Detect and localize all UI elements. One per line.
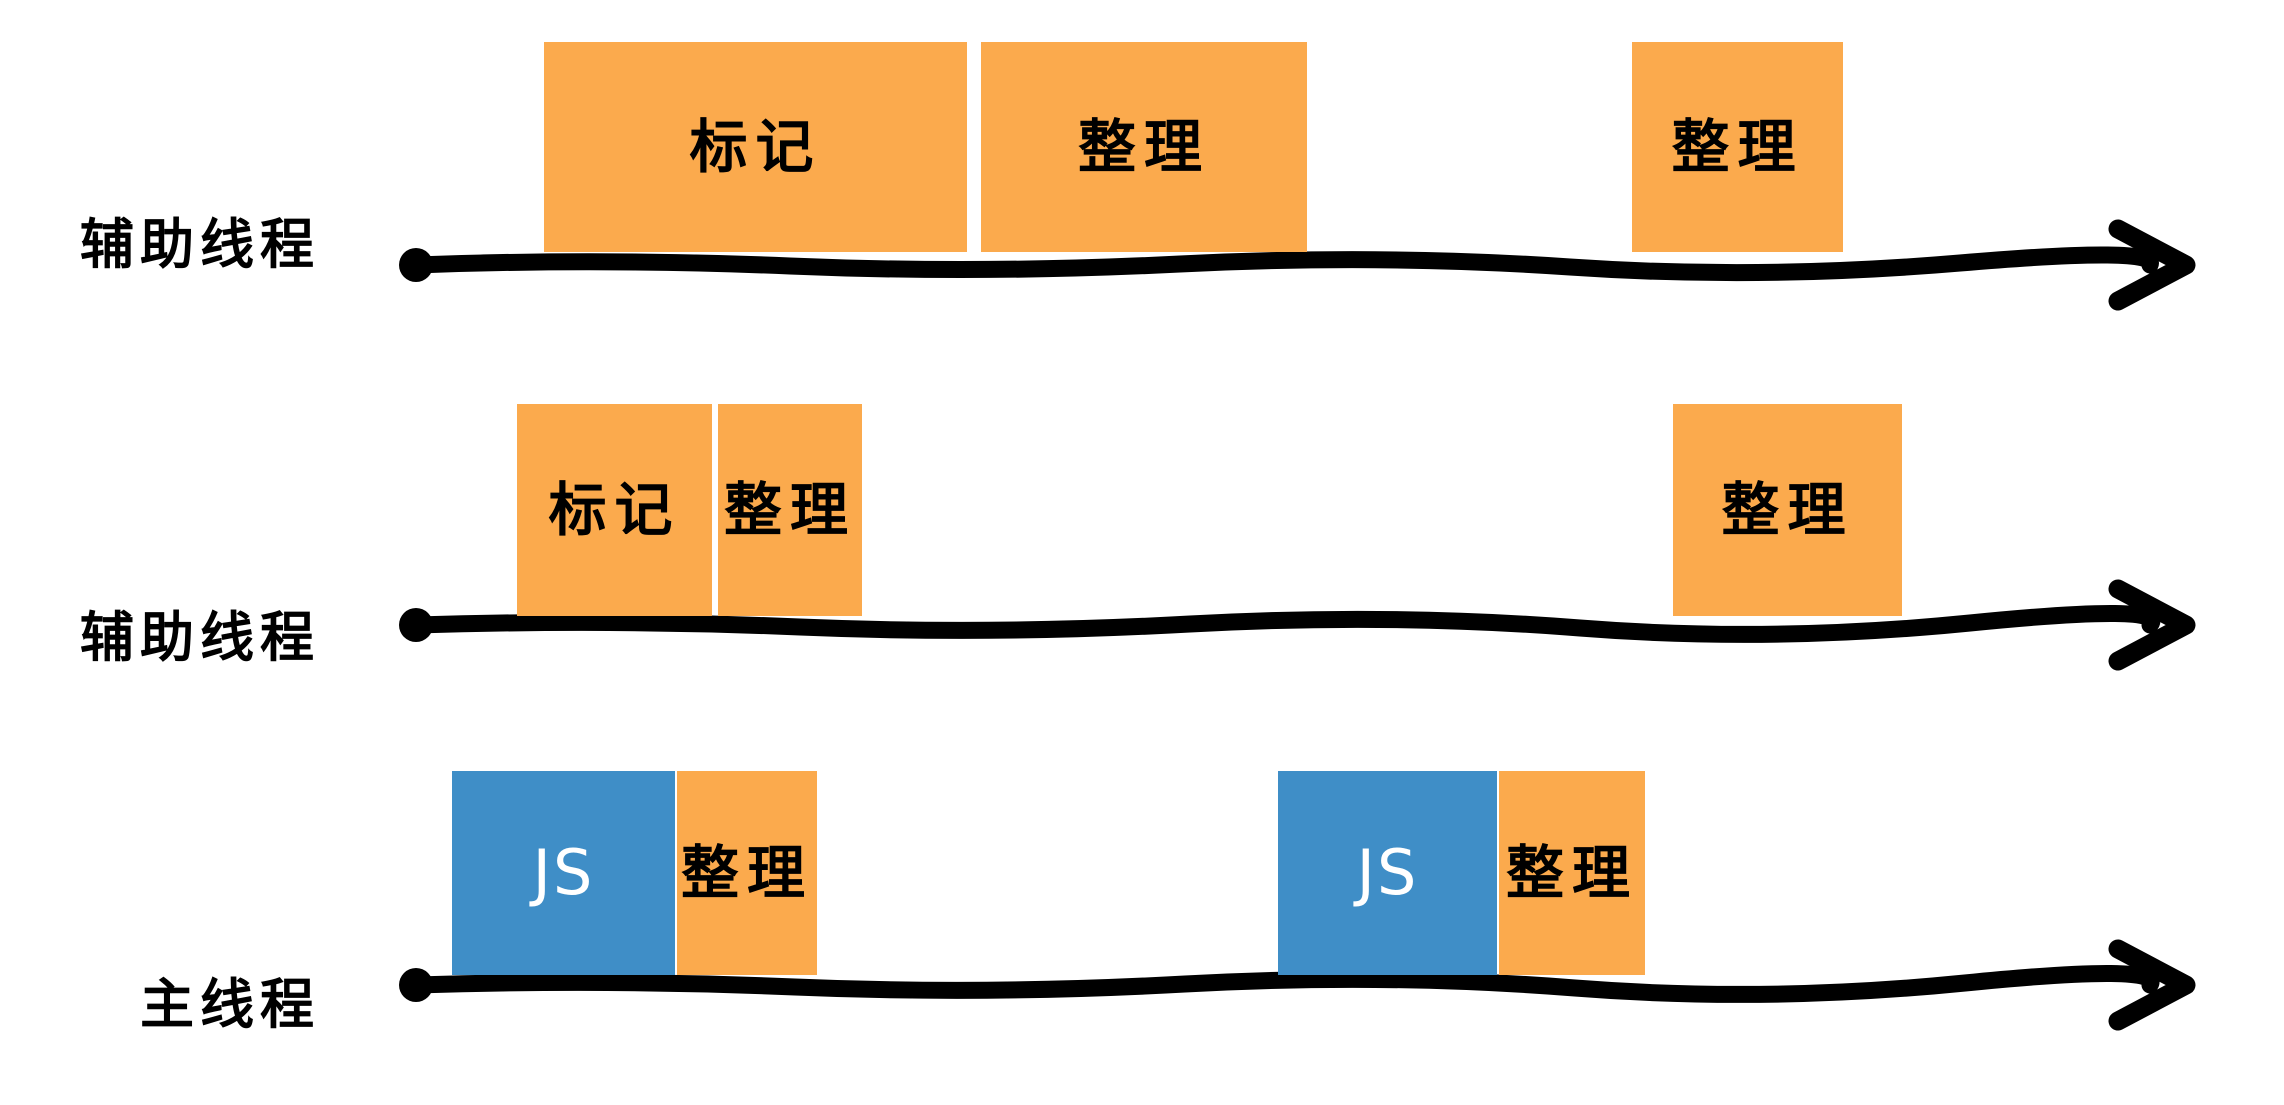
task-block-label: 整理 <box>1671 113 1804 181</box>
task-block-label: 整理 <box>1721 476 1854 544</box>
task-block-sweep-row2-b[interactable]: 整理 <box>1673 404 1902 616</box>
task-block-js-row3-a[interactable]: JS <box>452 771 675 975</box>
task-block-label: JS <box>1356 836 1419 909</box>
task-block-label: 标记 <box>548 476 681 544</box>
task-block-label: 整理 <box>680 839 813 907</box>
task-block-mark-row1[interactable]: 标记 <box>544 42 967 252</box>
task-block-label: 整理 <box>723 476 856 544</box>
task-block-sweep-row1-a[interactable]: 整理 <box>981 42 1307 252</box>
row-label-helper-thread-2: 辅助线程 <box>80 606 320 669</box>
task-block-sweep-row3-b[interactable]: 整理 <box>1499 771 1645 975</box>
task-block-label: 整理 <box>1077 113 1210 181</box>
task-block-sweep-row1-b[interactable]: 整理 <box>1632 42 1843 252</box>
task-block-sweep-row2-a[interactable]: 整理 <box>718 404 862 616</box>
task-block-label: 标记 <box>689 113 822 181</box>
task-block-mark-row2[interactable]: 标记 <box>517 404 712 616</box>
task-block-label: JS <box>532 836 595 909</box>
task-block-sweep-row3-a[interactable]: 整理 <box>677 771 817 975</box>
row-label-main-thread: 主线程 <box>140 973 320 1036</box>
row-label-helper-thread-1: 辅助线程 <box>80 213 320 276</box>
task-block-js-row3-b[interactable]: JS <box>1278 771 1497 975</box>
task-block-label: 整理 <box>1505 839 1638 907</box>
